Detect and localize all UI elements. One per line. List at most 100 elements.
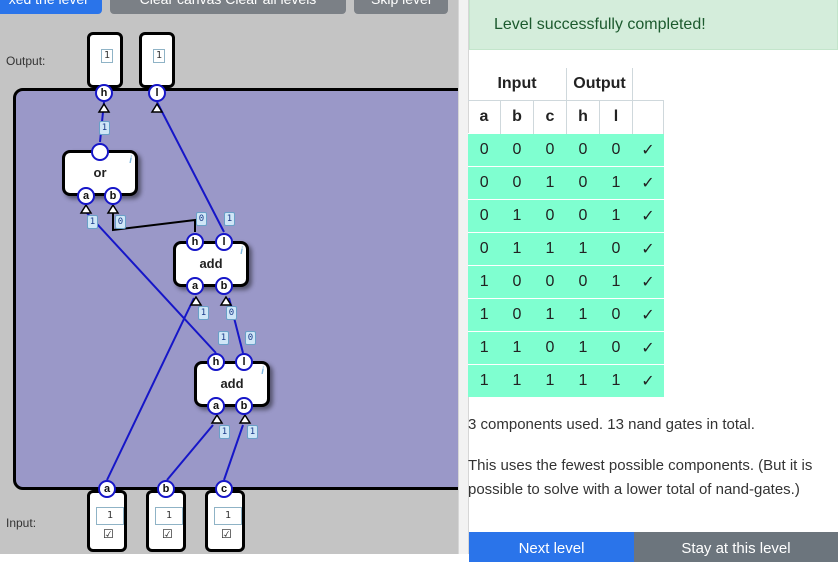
truth-table-cell: 0 [599,232,633,266]
truth-table-cell: 1 [599,265,633,299]
input-c-checkbox[interactable]: ☑ [221,527,232,541]
or-input-a-pin[interactable]: a [77,187,95,205]
wire-value-add-upper-h: 0 [196,212,207,226]
add-upper-a-pin[interactable]: a [186,277,204,295]
row-check-mark: ✓ [632,133,664,167]
arrow-or-b [106,203,120,214]
or-output-pin[interactable] [91,143,109,161]
wire-a-to-add1-a [106,297,195,481]
wire-value-add-upper-b: 0 [226,306,237,320]
arrow-add1-a [189,295,203,306]
truth-table-cell: 1 [500,331,534,365]
add-component-upper[interactable]: add i [173,241,249,287]
input-c-value[interactable]: 1 [214,507,242,525]
add-lower-h-pin[interactable]: h [207,353,225,371]
truth-table-cell: 0 [500,166,534,200]
truth-table-cell: 1 [566,331,600,365]
clear-canvas-button[interactable]: Clear canvas Clear all levels [110,0,346,14]
row-check-mark: ✓ [632,265,664,299]
row-check-mark: ✓ [632,232,664,266]
wire-value-add-lower-b: 1 [247,425,258,439]
input-a-pin[interactable]: a [98,480,116,498]
input-c-box: 1 ☑ [205,490,245,552]
fewest-components-note: This uses the fewest possible components… [468,457,813,498]
truth-table-cell: 1 [566,232,600,266]
input-b-value[interactable]: 1 [155,507,183,525]
wire-value-or-out: 1 [99,121,110,135]
info-icon[interactable]: i [240,246,243,257]
input-b-checkbox[interactable]: ☑ [162,527,173,541]
wire-value-add-lower-a: 1 [219,425,230,439]
truth-table-cell: 0 [468,232,501,266]
arrow-add2-a [210,413,224,424]
output-l-value: 1 [153,49,165,63]
wire-add2h-to-or-a [85,211,217,354]
wire-add1h-to-or-b [112,212,196,232]
arrow-h [97,102,111,113]
truth-table-cell: 1 [566,298,600,332]
truth-table-cell: 0 [566,166,600,200]
truth-table-cell: 1 [533,232,567,266]
add-upper-h-pin[interactable]: h [186,233,204,251]
arrow-add1-b [219,295,233,306]
add-upper-l-pin[interactable]: l [215,233,233,251]
skip-level-button[interactable]: Skip level [354,0,448,14]
input-label: Input: [6,516,37,530]
add-lower-a-pin[interactable]: a [207,397,225,415]
truth-table-cell: 1 [533,364,567,397]
row-check-mark: ✓ [632,331,664,365]
output-group-header: Output [566,68,633,101]
wire-value-add-upper-l: 1 [224,212,235,226]
truth-table-cell: 0 [599,298,633,332]
input-b-box: 1 ☑ [146,490,186,552]
truth-table-cell: 1 [599,166,633,200]
add-lower-l-pin[interactable]: l [235,353,253,371]
input-a-value[interactable]: 1 [96,507,124,525]
truth-table-cell: 1 [533,166,567,200]
or-input-b-pin[interactable]: b [104,187,122,205]
truth-table-cell: 0 [468,133,501,167]
success-message: Level successfully completed! [494,16,706,33]
or-component[interactable]: or i [62,150,138,196]
add-upper-b-pin[interactable]: b [215,277,233,295]
truth-table-cell: 0 [468,166,501,200]
output-label: Output: [6,54,46,68]
truth-table-cell: 0 [599,331,633,365]
row-check-mark: ✓ [632,166,664,200]
arrow-or-a [79,203,93,214]
input-c-pin[interactable]: c [215,480,233,498]
output-l-pin[interactable]: l [148,84,166,102]
row-check-mark: ✓ [632,298,664,332]
input-b-pin[interactable]: b [157,480,175,498]
info-icon[interactable]: i [129,155,132,166]
input-a-checkbox[interactable]: ☑ [103,527,114,541]
wire-value-add-upper-a: 1 [198,306,209,320]
col-header-check [632,100,664,134]
col-header-l: l [599,100,633,134]
add-component-lower[interactable]: add i [194,361,270,407]
output-l-box: 1 [139,32,175,88]
truth-table-cell: 0 [566,265,600,299]
info-icon[interactable]: i [261,366,264,377]
level-action-button[interactable]: xed the level [0,0,102,14]
add-lower-b-pin[interactable]: b [235,397,253,415]
truth-table-cell: 1 [468,298,501,332]
truth-table-cell: 1 [468,265,501,299]
col-header-h: h [566,100,600,134]
stay-level-button[interactable]: Stay at this level [634,532,838,562]
next-level-button[interactable]: Next level [469,532,634,562]
truth-table-cell: 0 [533,199,567,233]
truth-table-cell: 0 [533,265,567,299]
output-h-pin[interactable]: h [95,84,113,102]
truth-table-cell: 0 [599,133,633,167]
wire-value-or-b: 0 [115,215,126,229]
wire-value-or-a: 1 [87,215,98,229]
wire-value-add-lower-h: 1 [218,331,229,345]
